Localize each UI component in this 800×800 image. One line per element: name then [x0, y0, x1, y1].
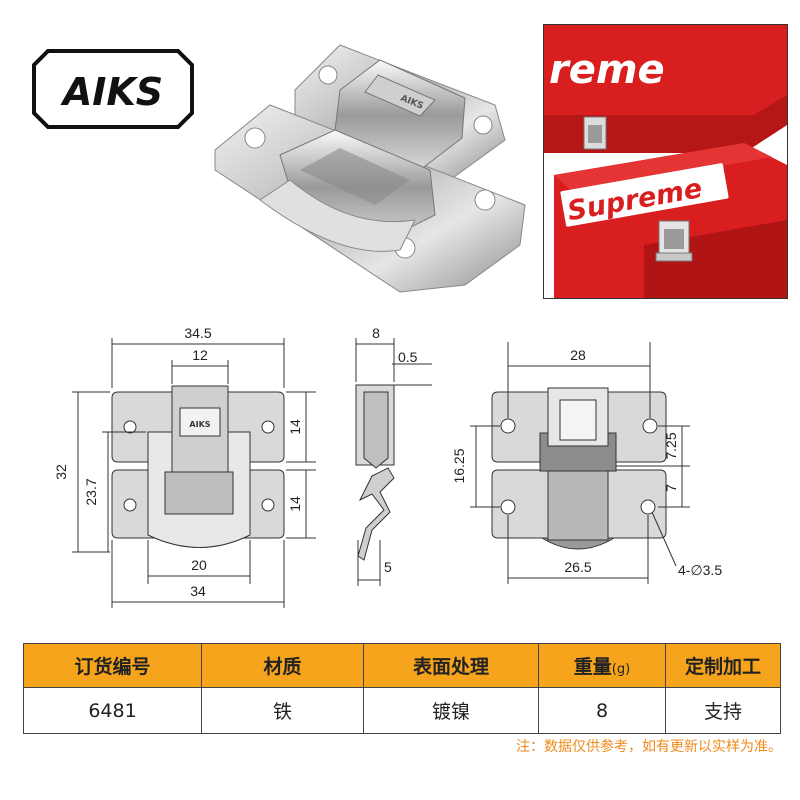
header-surface-treatment: 表面处理	[363, 643, 539, 688]
cell-material: 铁	[201, 687, 364, 734]
technical-drawings: 34.5 12 32 23.7 14 14 20 34 AIKS 8 0.5 5…	[53, 325, 722, 608]
header-material: 材质	[201, 643, 364, 688]
dim-side-bottom-gap: 5	[384, 559, 392, 575]
disclaimer-note: 注：数据仅供参考，如有更新以实样为准。	[516, 739, 782, 755]
dim-mount-top-spacing: 28	[570, 347, 586, 363]
dim-mount-right-top: 7.25	[663, 432, 679, 459]
header-customization: 定制加工	[665, 643, 781, 688]
dim-side-thickness: 0.5	[398, 349, 418, 365]
dim-mount-right-bottom: 7	[663, 484, 679, 492]
table-header-row: 订货编号 材质 表面处理 重量(g) 定制加工	[23, 643, 781, 688]
header-order-number: 订货编号	[23, 643, 202, 688]
dim-front-right-bottom: 14	[287, 496, 303, 512]
dim-front-bottom-inner: 20	[191, 557, 207, 573]
dim-front-width-total: 34.5	[184, 325, 211, 341]
header-weight: 重量(g)	[538, 643, 666, 688]
photo-brand-top: reme	[549, 47, 665, 93]
table-row: 6481 铁 镀镍 8 支持	[23, 687, 781, 734]
front-view-marking: AIKS	[189, 420, 210, 429]
application-photo: reme Supreme	[543, 24, 788, 299]
cell-order-number: 6481	[23, 687, 202, 734]
dim-mount-bottom-spacing: 26.5	[564, 559, 591, 575]
cell-customization: 支持	[665, 687, 781, 734]
logo-text: AIKS	[60, 70, 163, 114]
dim-front-height-inner: 23.7	[83, 478, 99, 505]
dim-mount-vertical-total: 16.25	[451, 448, 467, 483]
cell-surface-treatment: 镀镍	[363, 687, 539, 734]
dim-front-height-total: 32	[53, 464, 69, 480]
dim-front-width-center: 12	[192, 347, 208, 363]
dim-front-bottom-total: 34	[190, 583, 206, 599]
brand-logo: AIKS	[32, 49, 194, 129]
weight-unit: (g)	[611, 662, 631, 677]
cell-weight: 8	[538, 687, 666, 734]
product-render: AIKS	[214, 44, 526, 293]
dim-front-right-top: 14	[287, 419, 303, 435]
dim-mount-hole-spec: 4-∅3.5	[678, 562, 722, 578]
spec-table: 订货编号 材质 表面处理 重量(g) 定制加工 6481 铁 镀镍 8 支持	[23, 643, 781, 734]
dim-side-depth: 8	[372, 325, 380, 341]
